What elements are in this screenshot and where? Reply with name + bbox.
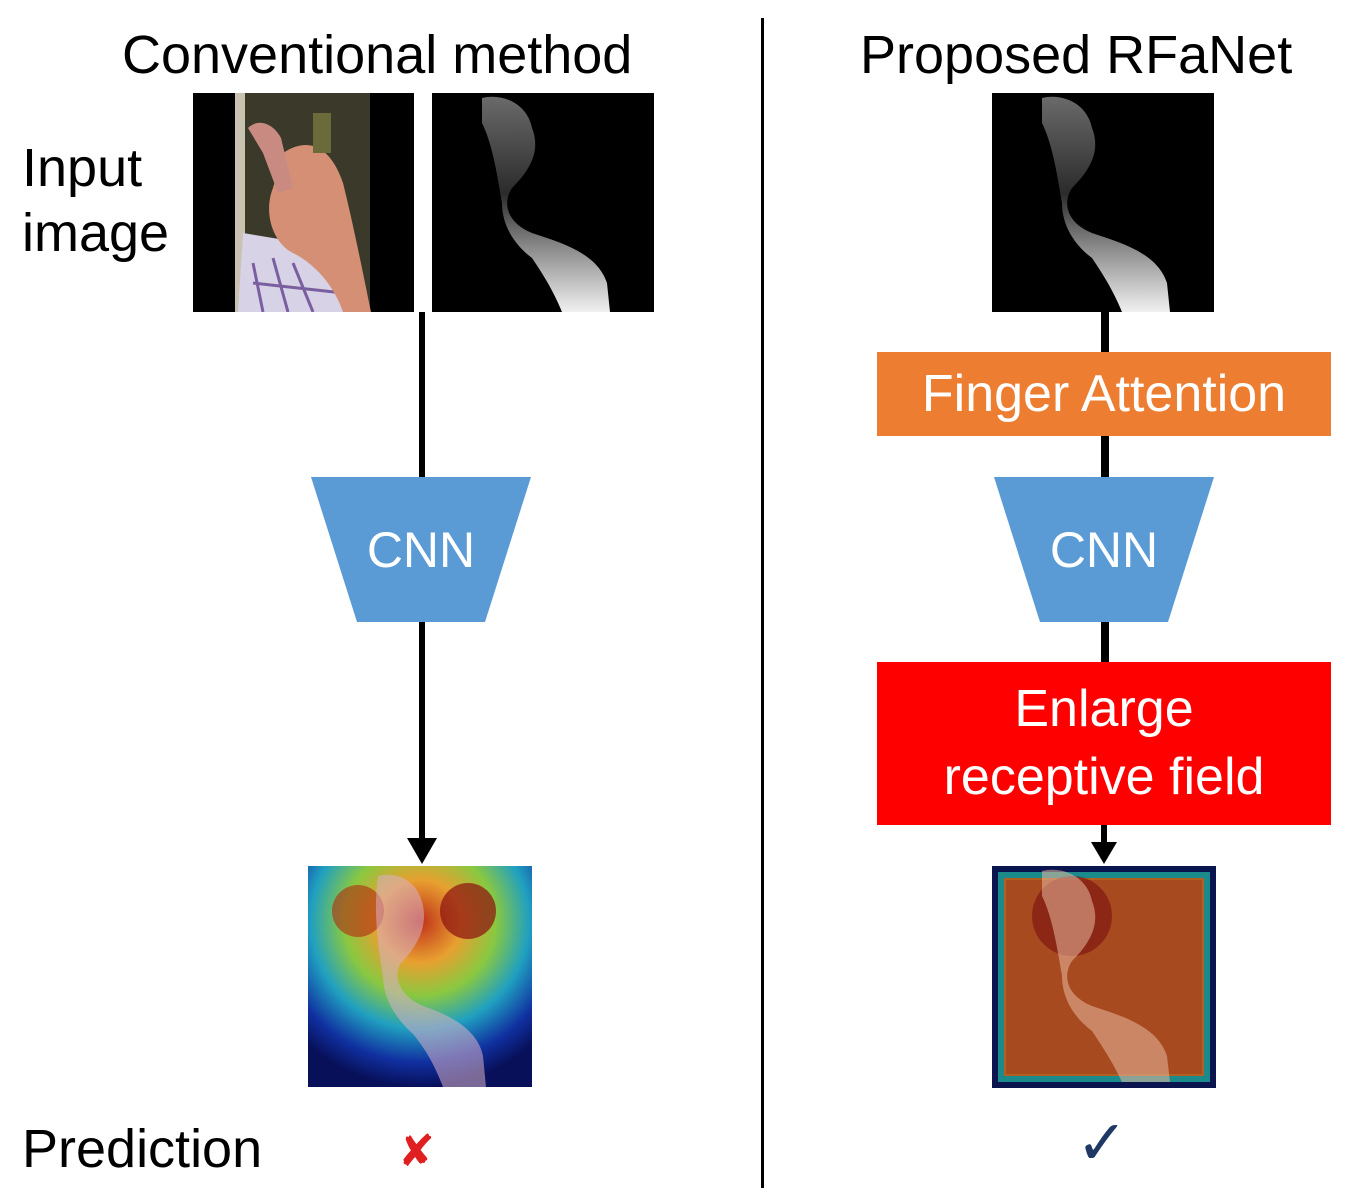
enlarge-label-line2: receptive field: [943, 747, 1265, 806]
conventional-cnn-label: CNN: [366, 521, 476, 578]
finger-attention-label: Finger Attention: [921, 365, 1287, 423]
conventional-connector-top: [419, 312, 425, 478]
wrong-prediction-mark: ✘: [398, 1126, 435, 1177]
enlarge-receptive-field-block: Enlarge receptive field: [877, 662, 1331, 825]
enlarge-label-line1: Enlarge: [1014, 679, 1194, 738]
correct-prediction-mark: ✓: [1076, 1106, 1128, 1179]
proposed-connector-2: [1101, 436, 1109, 478]
panel-divider: [761, 18, 764, 1188]
conventional-arrow-head: [407, 838, 437, 864]
proposed-connector-3: [1101, 620, 1109, 662]
proposed-title: Proposed RFaNet: [860, 25, 1293, 85]
finger-attention-block: Finger Attention: [877, 352, 1331, 436]
prediction-label: Prediction: [22, 1119, 263, 1179]
proposed-cnn-block: CNN: [994, 477, 1214, 622]
proposed-connector-4: [1101, 825, 1107, 845]
proposed-heatmap-image: [992, 866, 1216, 1088]
depth-hand-image: [432, 93, 654, 312]
conventional-cnn-block: CNN: [311, 477, 531, 622]
input-image-label: Input image: [22, 138, 170, 263]
proposed-connector-1: [1101, 312, 1109, 352]
proposed-arrow-head: [1091, 842, 1117, 864]
proposed-depth-hand-image: [992, 93, 1214, 312]
conventional-connector-bottom: [419, 620, 425, 842]
conventional-heatmap-image: [308, 866, 532, 1087]
conventional-title: Conventional method: [122, 25, 633, 85]
rgb-hand-image: [193, 93, 414, 312]
proposed-cnn-label: CNN: [1049, 521, 1159, 578]
